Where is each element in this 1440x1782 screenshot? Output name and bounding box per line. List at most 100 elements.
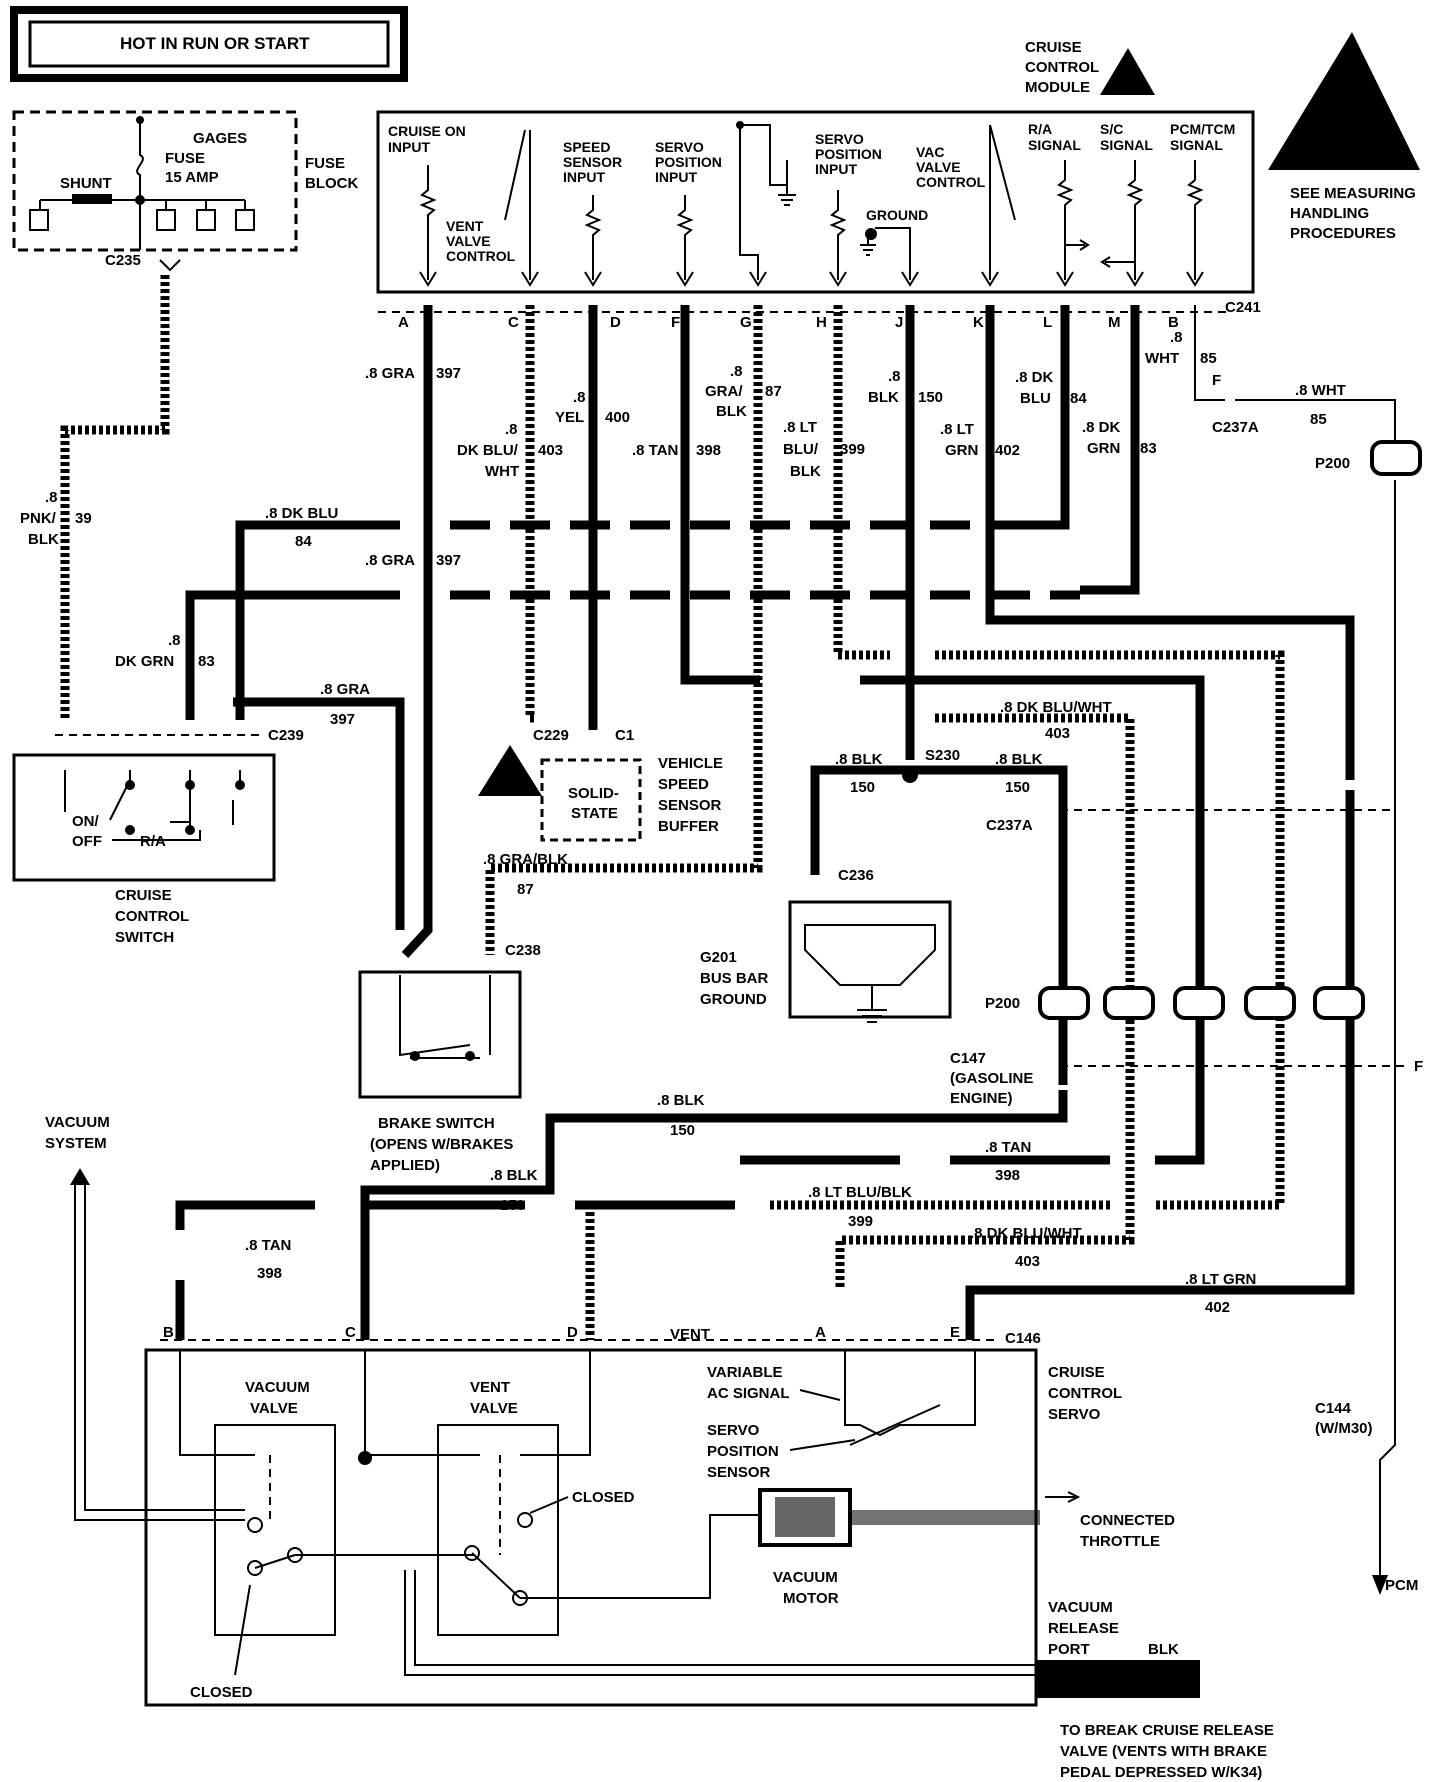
wire-code-403-c: 403 (1015, 1253, 1040, 1270)
wire-code-150-c: 150 (670, 1122, 695, 1139)
wire-label-87-3: BLK (716, 403, 747, 420)
wire-label-403: .8 (505, 421, 518, 438)
wire-code-84: 84 (1070, 390, 1087, 407)
note-line-2: VALVE (VENTS WITH BRAKE (1060, 1743, 1267, 1760)
wire-label-398-c: .8 TAN (245, 1237, 291, 1254)
wire-label-150-c: .8 BLK (657, 1092, 705, 1109)
connector-c237a-2: C237A (986, 817, 1033, 834)
wire-code-399-b: 399 (848, 1213, 873, 1230)
wire-label-398-b: .8 TAN (985, 1139, 1031, 1156)
buffer-state-label: STATE (571, 805, 618, 822)
vacuum-system: VACUUM SYSTEM (45, 1114, 245, 1521)
wire-397 (401, 305, 433, 959)
switch-name-2: CONTROL (115, 908, 189, 925)
wire-code-39: 39 (75, 510, 92, 527)
fuse-amp-label: 15 AMP (165, 169, 219, 186)
buffer-name-2: SPEED (658, 776, 709, 793)
wire-code-83: 83 (1140, 440, 1157, 457)
wire-label-83: .8 DK (1082, 419, 1121, 436)
connector-c147-3: ENGINE) (950, 1090, 1013, 1107)
ground-g201: G201 BUS BAR GROUND (700, 900, 952, 1023)
connector-c235: C235 (105, 252, 141, 269)
servo-sensor-label-2: POSITION (707, 1443, 779, 1460)
wire-label-39: .8 (45, 489, 58, 506)
wire-label-87-b: .8 GRA/BLK (483, 851, 568, 868)
vacuum-release-blk: BLK (1148, 1641, 1179, 1658)
wire-label-87-2: GRA/ (705, 383, 743, 400)
servo-name-2: CONTROL (1048, 1385, 1122, 1402)
connector-c241: C241 (1225, 299, 1261, 316)
wire-code-150-b: 150 (1005, 779, 1030, 796)
wire-label-150-d: .8 BLK (490, 1167, 538, 1184)
pin-g: G (740, 314, 752, 331)
pcm-arrow-icon (1372, 1575, 1388, 1595)
wire-84-switch (235, 520, 400, 720)
vacuum-motor-label-1: VACUUM (773, 1569, 838, 1586)
wire-label-397-c: .8 GRA (320, 681, 370, 698)
wire-label-84-2: BLU (1020, 390, 1051, 407)
label-speed: SPEED (563, 139, 610, 155)
wire-label-399: .8 LT (783, 419, 817, 436)
wire-label-85: .8 (1170, 329, 1183, 346)
switch-off-label: OFF (72, 833, 102, 850)
label-ground: GROUND (866, 207, 928, 223)
pin-k: K (973, 314, 984, 331)
fuse-block-label: FUSE (305, 155, 345, 172)
variable-ac-label-2: AC SIGNAL (707, 1385, 790, 1402)
connector-labels: C239 C229 C1 S230 F C237A P200 C237A C23… (55, 372, 1423, 1437)
wire-398-servo (175, 1155, 1110, 1340)
wire-label-150-2: BLK (868, 389, 899, 406)
wire-code-403-b: 403 (1045, 725, 1070, 742)
connector-c144-2: (W/M30) (1315, 1420, 1373, 1437)
wire-label-83-switch: .8 (168, 632, 181, 649)
vacuum-label-1: VACUUM (45, 1114, 110, 1131)
label-pcm-tcm: PCM/TCM (1170, 121, 1235, 137)
wire-code-402-b: 402 (1205, 1299, 1230, 1316)
pin-d: D (610, 314, 621, 331)
label-vac-valve: VALVE (916, 159, 961, 175)
fuse-label: FUSE (165, 150, 205, 167)
wire-label-85-2: WHT (1145, 350, 1179, 367)
wire-label-402-b: .8 LT GRN (1185, 1271, 1256, 1288)
ground-label-3: GROUND (700, 991, 767, 1008)
wire-403-down (835, 713, 1135, 1290)
servo-pin-c: C (345, 1324, 356, 1341)
connector-c144: C144 (1315, 1400, 1352, 1417)
servo-sensor-label-1: SERVO (707, 1422, 760, 1439)
wire-code-398-b: 398 (995, 1167, 1020, 1184)
wire-399-servo (585, 1200, 1110, 1340)
label-vac: VAC (916, 144, 945, 160)
vacuum-release-hose (1035, 1660, 1200, 1698)
wire-label-402-2: GRN (945, 442, 978, 459)
connected-throttle-label-2: THROTTLE (1080, 1533, 1160, 1550)
esd-text-2: HANDLING (1290, 205, 1369, 222)
buffer-solid-label: SOLID- (568, 785, 619, 802)
wire-397-switch (233, 697, 405, 930)
wire-label-150-a: .8 BLK (835, 751, 883, 768)
wire-code-84-switch: 84 (295, 533, 312, 550)
connector-c1: C1 (615, 727, 634, 744)
wire-label-150-b: .8 BLK (995, 751, 1043, 768)
esd-warning-icon (1268, 32, 1420, 170)
connector-c237a: C237A (1212, 419, 1259, 436)
wire-code-87: 87 (765, 383, 782, 400)
servo-pin-a: A (815, 1324, 826, 1341)
servo-pin-e: E (950, 1324, 960, 1341)
p200-connectors (1038, 440, 1422, 1020)
wires (60, 275, 1396, 1595)
wire-label-84: .8 DK (1015, 369, 1054, 386)
wire-label-399-b: .8 LT BLU/BLK (808, 1184, 912, 1201)
connector-c147-2: (GASOLINE (950, 1070, 1033, 1087)
vacuum-valve-label-1: VACUUM (245, 1379, 310, 1396)
pin-h: H (816, 314, 827, 331)
wire-label-150: .8 (888, 368, 901, 385)
switch-on-label: ON/ (72, 813, 100, 830)
wire-code-150-d: 150 (500, 1197, 525, 1214)
label-servo-input-2: INPUT (815, 161, 857, 177)
wire-label-400-2: YEL (555, 409, 584, 426)
switch-name-1: CRUISE (115, 887, 172, 904)
label-vac-control: CONTROL (916, 174, 986, 190)
esd-warning-icon-small (1100, 48, 1155, 95)
wire-150-c237 (910, 765, 1068, 1085)
